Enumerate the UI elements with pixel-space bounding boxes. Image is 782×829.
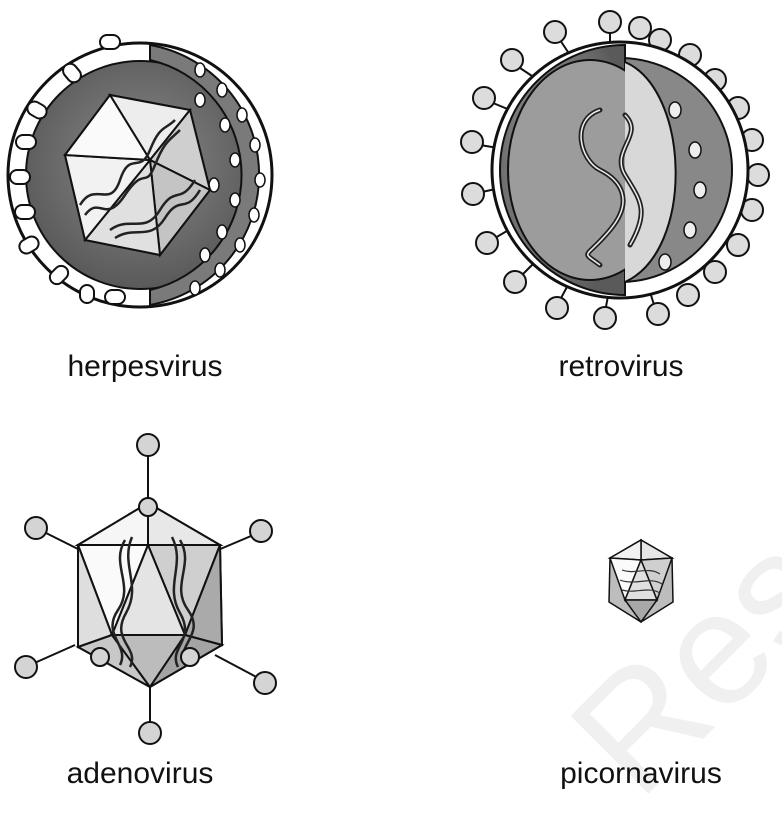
retrovirus-label: retrovirus <box>460 350 782 384</box>
herpesvirus-label: herpesvirus <box>0 350 290 384</box>
adenovirus-diagram: adenovirus <box>0 425 300 800</box>
adenovirus-illustration <box>0 425 300 755</box>
picornavirus-illustration <box>500 530 782 640</box>
herpesvirus-illustration <box>0 0 290 320</box>
herpesvirus-diagram: herpesvirus <box>0 0 290 320</box>
retrovirus-diagram: retrovirus <box>460 0 782 400</box>
retrovirus-illustration <box>460 0 782 330</box>
picornavirus-diagram: picornavirus <box>500 530 782 800</box>
picornavirus-label: picornavirus <box>500 757 782 791</box>
adenovirus-label: adenovirus <box>0 757 280 791</box>
